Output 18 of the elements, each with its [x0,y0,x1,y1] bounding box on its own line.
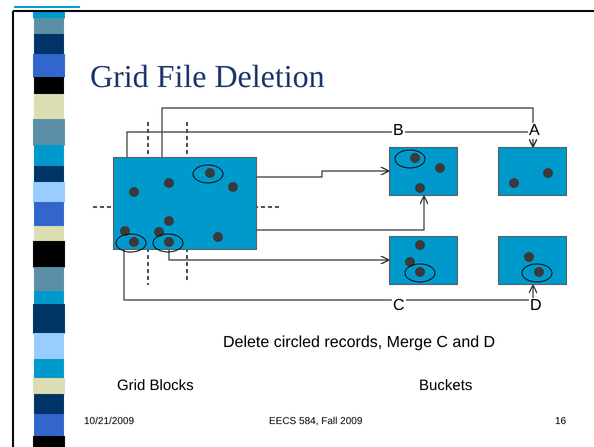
caption: Buckets [419,377,472,394]
instruction-note: Delete circled records, Merge C and D [223,334,496,352]
bucket [389,147,458,196]
grid-block [113,157,257,250]
bucket [498,147,567,196]
bucket [389,236,458,285]
arrow [161,107,538,157]
arrow [123,250,538,301]
footer-date: 10/21/2009 [84,416,134,427]
arrow [168,250,390,265]
arrow [257,195,429,231]
bucket [498,236,567,285]
slide-title: Grid File Deletion [90,58,325,95]
caption: Grid Blocks [117,377,194,394]
page-number: 16 [555,416,566,427]
footer-course: EECS 584, Fall 2009 [269,416,362,427]
arrow [257,166,390,178]
bucket-label: A [528,123,541,139]
